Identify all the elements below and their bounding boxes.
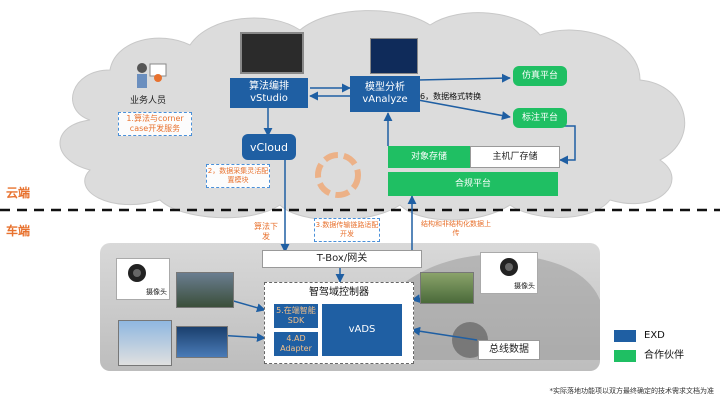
camera-right-card: 摄像头 xyxy=(480,252,538,294)
lidar-scene-image xyxy=(176,326,228,358)
vanalyze-subtitle: vAnalyze xyxy=(362,94,408,105)
legend-item-partner: 合作伙伴 xyxy=(614,350,714,362)
compliance-platform: 合规平台 xyxy=(388,172,558,196)
camera-right-label: 摄像头 xyxy=(514,282,535,290)
camera-right-icon xyxy=(500,258,518,276)
tbox-gateway: T-Box/网关 xyxy=(262,250,422,268)
note-structured-upload: 结构和非结构化数据上传 xyxy=(421,220,491,237)
vstudio-title: 算法编排 xyxy=(249,81,289,92)
camera-left-label: 摄像头 xyxy=(146,288,167,296)
camera-left-icon xyxy=(128,264,146,282)
note-business: 1.算法与corner case开发服务 xyxy=(118,112,192,136)
road-scene-image xyxy=(420,272,474,304)
bus-data: 总线数据 xyxy=(478,340,540,360)
note-4-adapter: 4.AD Adapter xyxy=(274,332,318,356)
adas-controller-title: 智驾域控制器 xyxy=(309,287,369,298)
car-label: 车端 xyxy=(6,224,31,238)
note-5-sdk: 5.在端智能SDK xyxy=(274,304,318,328)
dashboard-screen xyxy=(370,38,418,74)
legend-swatch-partner xyxy=(614,350,636,362)
sensor-rig-image xyxy=(118,320,172,366)
vstudio-box: 算法编排 vStudio xyxy=(230,78,308,108)
legend-label-exd: EXD xyxy=(644,330,665,341)
note-data-transfer: 3.数据传输链路适配开发 xyxy=(314,218,380,242)
label-platform: 标注平台 xyxy=(513,108,567,128)
legend-swatch-exd xyxy=(614,330,636,342)
legend-label-partner: 合作伙伴 xyxy=(644,350,684,361)
note-data-collect: 2，数据采集灵活配置模块 xyxy=(206,164,270,188)
format-convert-label: 6，数据格式转换 xyxy=(420,92,482,101)
oem-storage: 主机厂存储 xyxy=(470,146,560,168)
legend-item-exd: EXD xyxy=(614,330,714,342)
note-algo-down: 算法下发 xyxy=(254,222,278,241)
vanalyze-title: 模型分析 xyxy=(365,82,405,93)
vstudio-subtitle: vStudio xyxy=(250,93,288,104)
vads-box: vADS xyxy=(322,304,402,356)
legend: EXD 合作伙伴 xyxy=(614,330,714,362)
camera-left-card: 摄像头 xyxy=(116,258,170,300)
vcloud-cylinder: vCloud xyxy=(242,134,296,160)
street-scene-image xyxy=(176,272,234,308)
sim-platform: 仿真平台 xyxy=(513,66,567,86)
object-storage: 对象存储 xyxy=(388,146,470,168)
business-person-illustration xyxy=(132,60,168,90)
cloud-label: 云端 xyxy=(6,186,31,200)
vanalyze-box: 模型分析 vAnalyze xyxy=(350,76,420,112)
laptop-screen xyxy=(240,32,304,74)
business-person-label: 业务人员 xyxy=(130,96,167,106)
footnote: *实际落地功能项以双方最终确定的技术需求文档为准 xyxy=(549,387,715,395)
